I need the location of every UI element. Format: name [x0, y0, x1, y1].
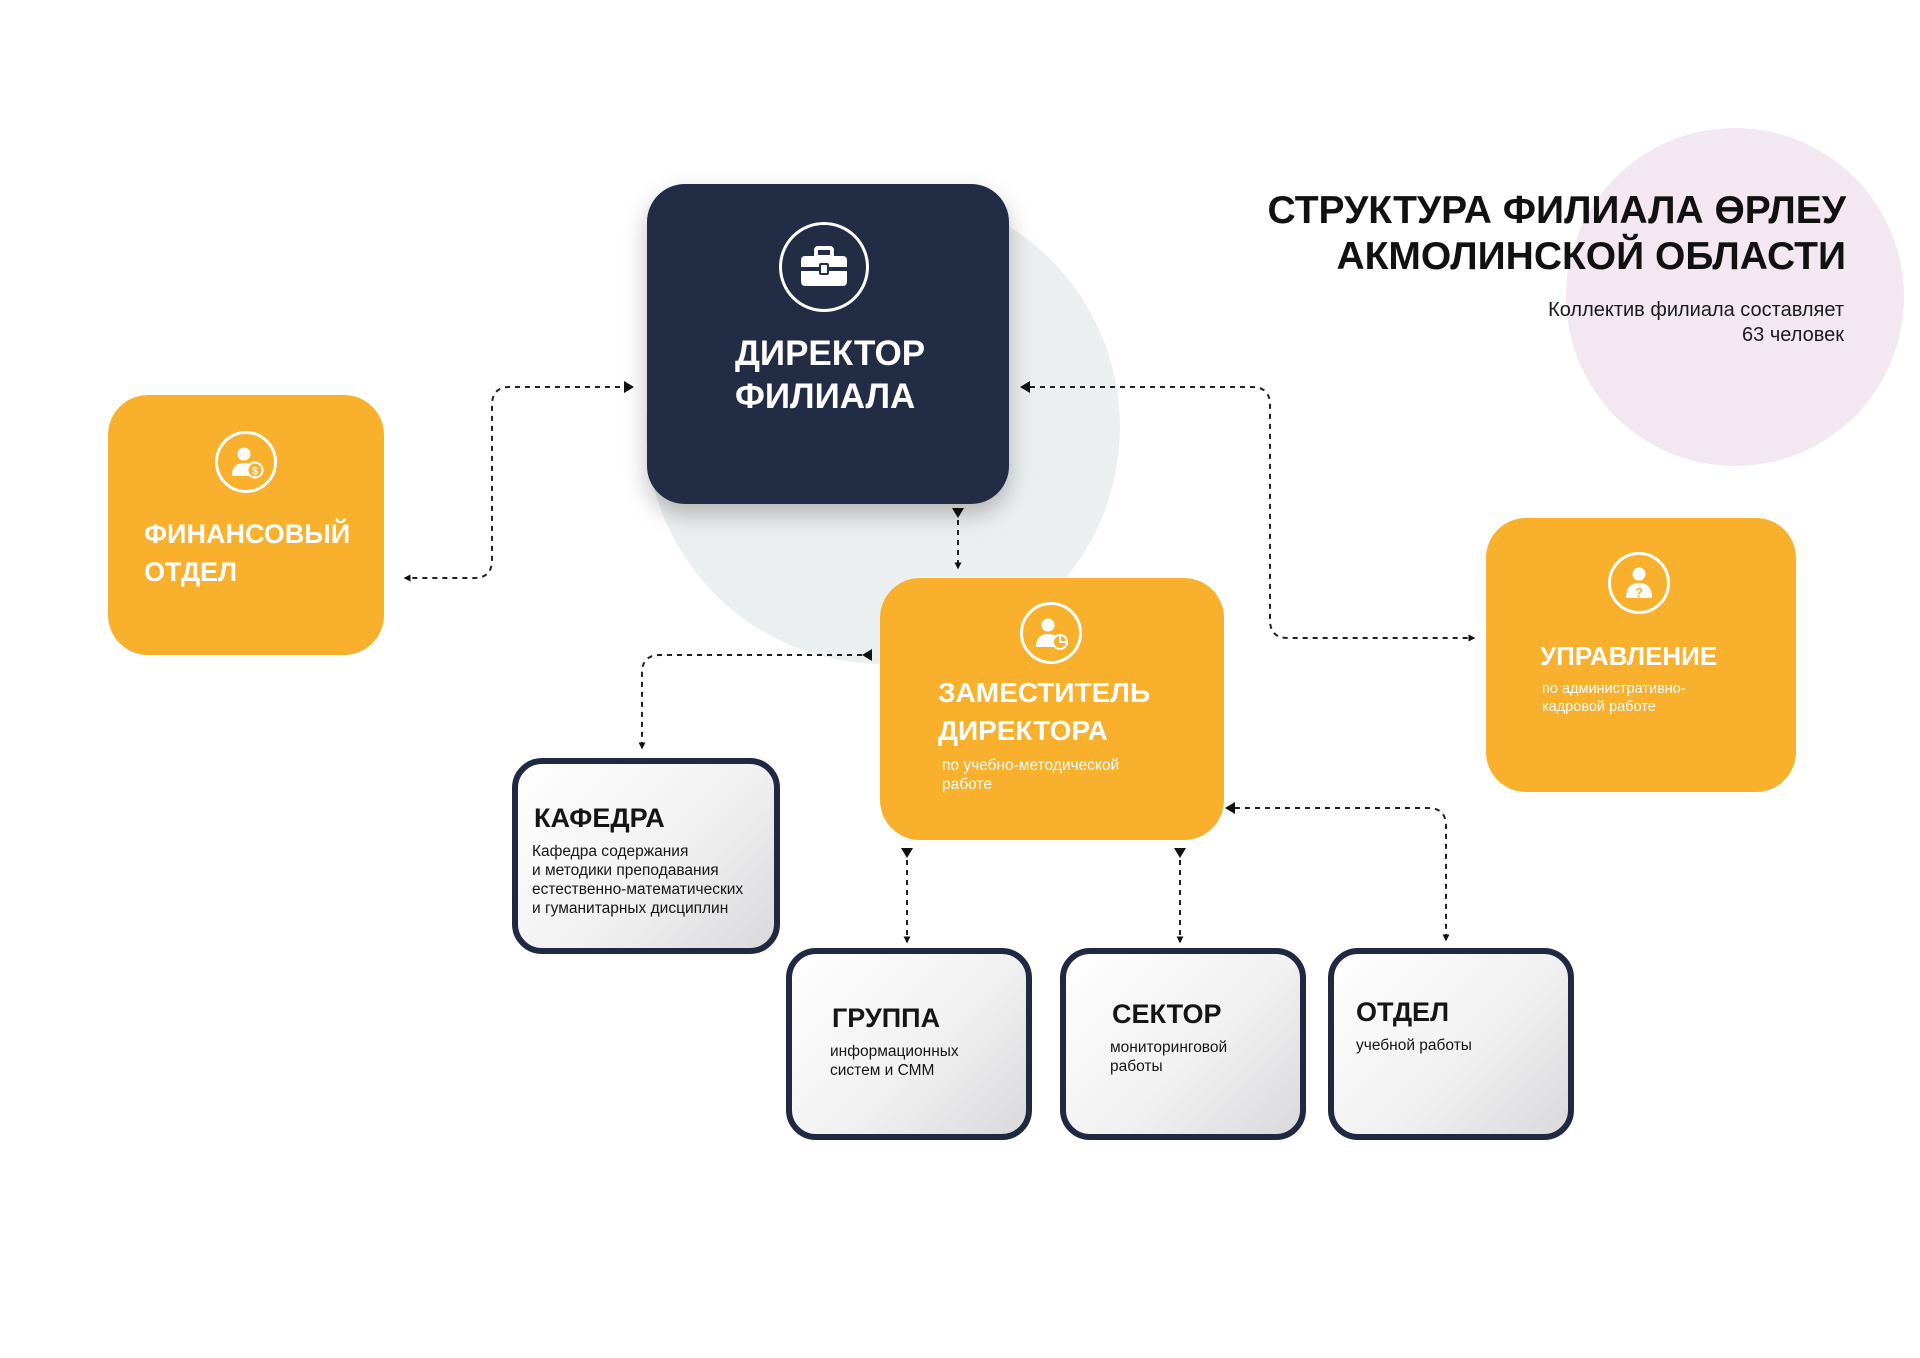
- connector-deputy-office: [1235, 807, 1450, 942]
- arrow-tail-sector: [1174, 848, 1186, 858]
- user-dollar-icon: $: [215, 431, 277, 493]
- admin-department-subtitle: по административно- кадровой работе: [1542, 681, 1686, 715]
- group-label: ГРУППА: [832, 1003, 941, 1033]
- finance-department-box: $ ФИНАНСОВЫЙ ОТДЕЛ: [108, 395, 384, 655]
- arrow-tail-deputy-right: [1225, 802, 1235, 814]
- director-label: ДИРЕКТОР ФИЛИАЛА: [735, 334, 926, 416]
- arrow-tail-admin: [1020, 381, 1030, 393]
- arrow-tail-deputy-left: [862, 649, 872, 661]
- arrow-tail-director: [952, 508, 964, 518]
- arrow-tail-finance: [624, 381, 634, 393]
- office-subtitle: учебной работы: [1356, 1037, 1472, 1054]
- group-box: ГРУППА информационных систем и СММ: [786, 948, 1032, 1140]
- office-label: ОТДЕЛ: [1356, 997, 1450, 1027]
- connector-director-finance: [403, 386, 620, 582]
- finance-department-label: ФИНАНСОВЫЙ ОТДЕЛ: [144, 519, 351, 587]
- sector-box: СЕКТОР мониторинговой работы: [1060, 948, 1306, 1140]
- deputy-director-label: ЗАМЕСТИТЕЛЬ ДИРЕКТОРА: [938, 677, 1151, 746]
- decorative-pink-circle: [1566, 128, 1904, 466]
- director-box: ДИРЕКТОР ФИЛИАЛА: [647, 184, 1009, 504]
- connector-deputy-department: [638, 654, 872, 750]
- department-box: КАФЕДРА Кафедра содержания и методики пр…: [512, 758, 780, 954]
- arrow-tail-group: [901, 848, 913, 858]
- deputy-director-subtitle: по учебно-методической работе: [942, 757, 1120, 793]
- page-subtitle: Коллектив филиала составляет 63 человек: [1548, 299, 1844, 346]
- department-subtitle: Кафедра содержания и методики преподаван…: [532, 843, 744, 917]
- deputy-director-box: ЗАМЕСТИТЕЛЬ ДИРЕКТОРА по учебно-методиче…: [880, 578, 1224, 840]
- admin-department-label: УПРАВЛЕНИЕ: [1540, 641, 1718, 671]
- user-chart-icon: [1020, 602, 1082, 664]
- briefcase-icon: [779, 222, 869, 312]
- page-title: СТРУКТУРА ФИЛИАЛА ӨРЛЕУ АКМОЛИНСКОЙ ОБЛА…: [1267, 189, 1846, 278]
- sector-label: СЕКТОР: [1112, 999, 1222, 1029]
- office-box: ОТДЕЛ учебной работы: [1328, 948, 1574, 1140]
- svg-text:?: ?: [1635, 585, 1643, 600]
- svg-text:$: $: [252, 466, 258, 478]
- admin-department-box: ? УПРАВЛЕНИЕ по административно- кадрово…: [1486, 518, 1796, 792]
- sector-subtitle: мониторинговой работы: [1110, 1039, 1228, 1075]
- user-question-icon: ?: [1608, 552, 1670, 614]
- group-subtitle: информационных систем и СММ: [830, 1043, 959, 1079]
- department-label: КАФЕДРА: [534, 803, 665, 833]
